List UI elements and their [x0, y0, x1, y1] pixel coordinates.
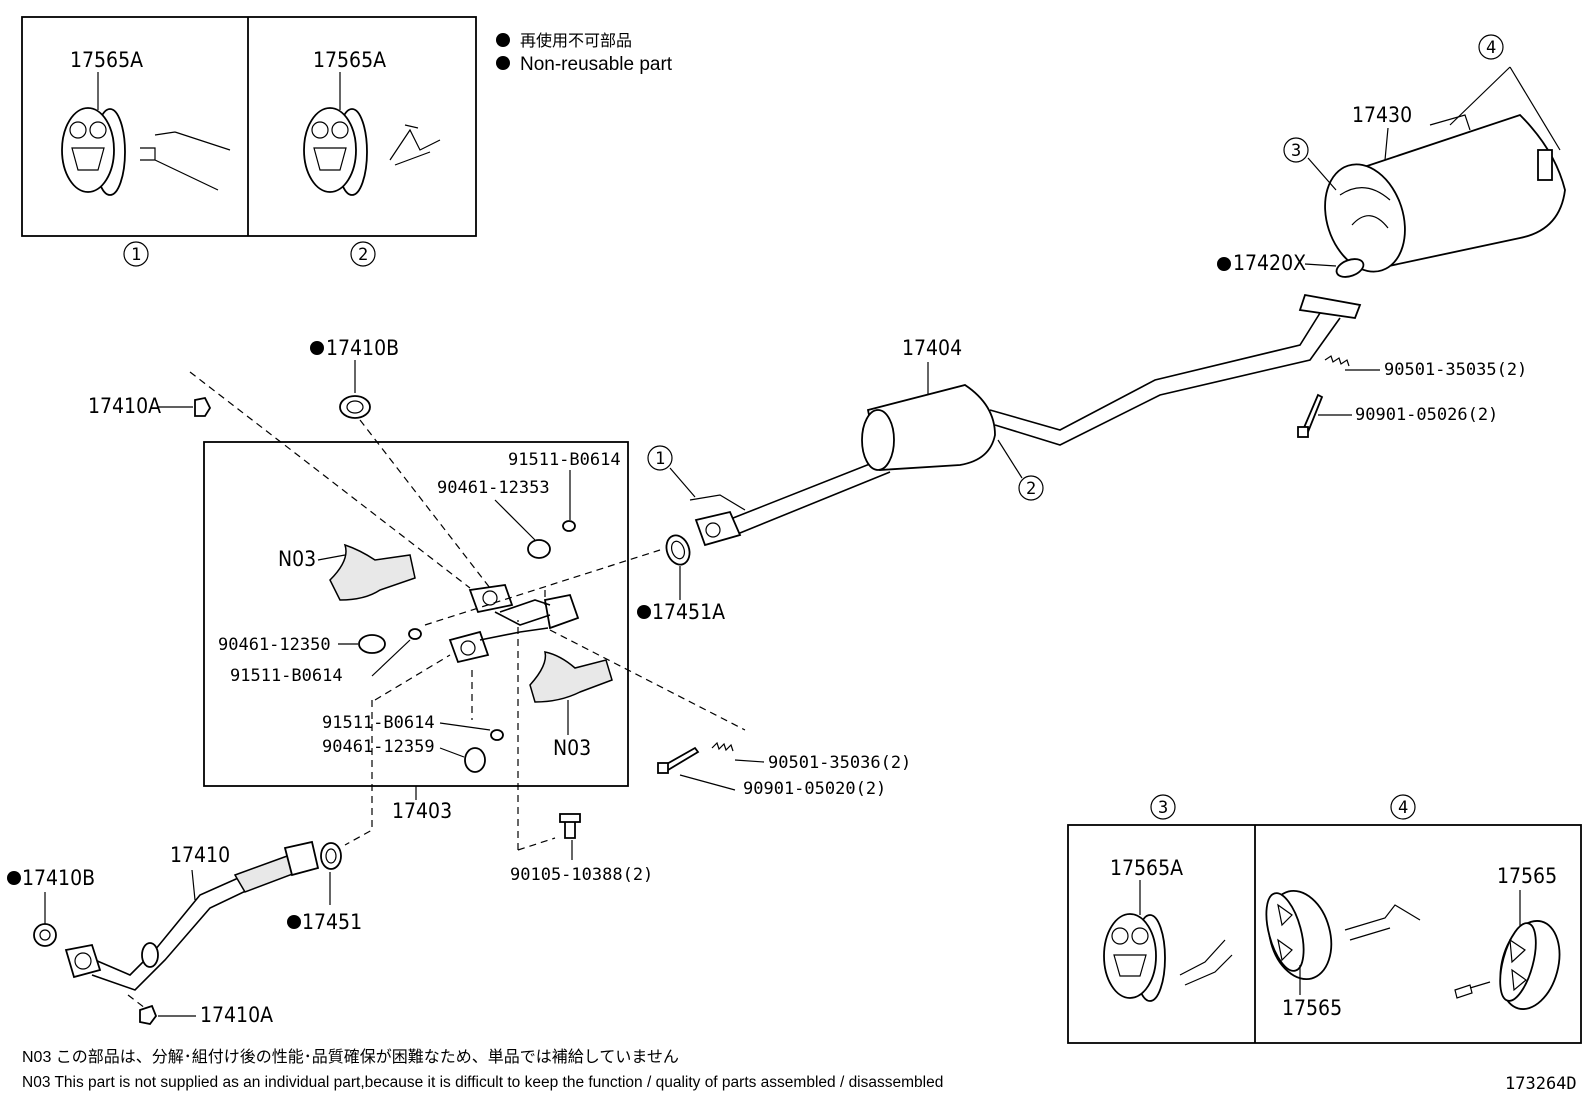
- hanger-rubber-icon: [303, 107, 368, 196]
- part-label-90461-12350: 90461-12350: [218, 635, 331, 655]
- hanger-rubber-icon: [1499, 920, 1561, 1010]
- part-label-17451A: 17451A: [652, 600, 725, 624]
- ref-circle-2b: 2: [1026, 479, 1036, 499]
- part-label-17410A-b: 17410A: [200, 1003, 273, 1027]
- part-label-17451: 17451: [302, 910, 362, 934]
- bullet-icon: [637, 605, 651, 619]
- part-label-N03-a: N03: [278, 547, 316, 571]
- part-label-91511-B0614-a: 91511-B0614: [508, 450, 621, 470]
- part-label-17420X: 17420X: [1233, 251, 1306, 275]
- part-label-17430: 17430: [1352, 103, 1412, 127]
- part-label-90501-35036: 90501-35036(2): [768, 753, 911, 773]
- bullet-icon: [496, 33, 510, 47]
- ref-circle-4b: 4: [1398, 798, 1408, 818]
- part-label-17565A-a: 17565A: [70, 48, 143, 72]
- part-label-90901-05026: 90901-05026(2): [1355, 405, 1498, 425]
- hanger-rubber-icon: [61, 107, 126, 196]
- part-label-90461-12353: 90461-12353: [437, 478, 550, 498]
- detail-box-1-2: 17565A 17565A 1 2: [21, 16, 477, 267]
- part-label-17565-b: 17565: [1282, 996, 1342, 1020]
- front-pipe-box: 17403 N03 N03 91511-B0614 90461-12353 90…: [189, 371, 746, 851]
- footnote-jp: N03 この部品は、分解･組付け後の性能･品質確保が困難なため、単品では補給して…: [22, 1048, 679, 1066]
- front-pipe-17410: 17410 17410B 17410A 17451: [7, 840, 362, 1027]
- part-label-90105-10388: 90105-10388(2): [510, 865, 653, 885]
- part-label-N03-b: N03: [553, 736, 591, 760]
- fasteners-middle: 90501-35036(2) 90901-05020(2) 90105-1038…: [510, 741, 911, 885]
- ref-circle-3b: 3: [1158, 798, 1168, 818]
- part-label-91511-B0614-c: 91511-B0614: [322, 713, 435, 733]
- legend: 再使用不可部品 Non-reusable part: [496, 32, 673, 75]
- bullet-icon: [1217, 257, 1231, 271]
- rear-muffler: 4 3 17430: [1283, 34, 1566, 273]
- part-label-90901-05020: 90901-05020(2): [743, 779, 886, 799]
- part-label-17410: 17410: [170, 843, 230, 867]
- detail-box-3-4: 3 4 17565A 17565 17565: [1067, 794, 1582, 1044]
- legend-en: Non-reusable part: [520, 54, 673, 75]
- part-label-17410B-b: 17410B: [22, 866, 95, 890]
- part-label-91511-B0614-b: 91511-B0614: [230, 666, 343, 686]
- bullet-icon: [310, 341, 324, 355]
- top-gaskets: 17410B 17410A: [88, 336, 399, 419]
- ref-circle-1b: 1: [655, 449, 665, 469]
- part-label-17565A-b: 17565A: [313, 48, 386, 72]
- part-label-17565A-c: 17565A: [1110, 856, 1183, 880]
- ref-circle-1: 1: [131, 245, 141, 265]
- bullet-icon: [7, 871, 21, 885]
- figure-id: 173264D: [1505, 1074, 1577, 1094]
- fasteners-rear: 90501-35035(2) 90901-05026(2): [1297, 355, 1527, 438]
- part-label-17403: 17403: [392, 799, 452, 823]
- bullet-icon: [287, 915, 301, 929]
- part-label-17565-a: 17565: [1497, 864, 1557, 888]
- footnotes: N03 この部品は、分解･組付け後の性能･品質確保が困難なため、単品では補給して…: [22, 1048, 1577, 1094]
- hanger-rubber-icon: [1265, 889, 1333, 981]
- part-label-90501-35035: 90501-35035(2): [1384, 360, 1527, 380]
- part-label-17410B-a: 17410B: [326, 336, 399, 360]
- gasket-17451A: 17451A: [637, 534, 725, 624]
- part-label-90461-12359: 90461-12359: [322, 737, 435, 757]
- ref-circle-2: 2: [358, 245, 368, 265]
- footnote-en: N03 This part is not supplied as an indi…: [22, 1074, 943, 1091]
- part-label-17410A-a: 17410A: [88, 394, 161, 418]
- part-label-17404: 17404: [902, 336, 962, 360]
- gasket-17420X: 17420X: [1217, 251, 1365, 278]
- hanger-rubber-icon: [1103, 913, 1166, 1002]
- ref-circle-3: 3: [1291, 141, 1301, 161]
- center-pipe-17404: 17404 1 2: [647, 293, 1362, 547]
- bullet-icon: [496, 56, 510, 70]
- legend-jp: 再使用不可部品: [520, 32, 632, 50]
- ref-circle-4: 4: [1486, 38, 1496, 58]
